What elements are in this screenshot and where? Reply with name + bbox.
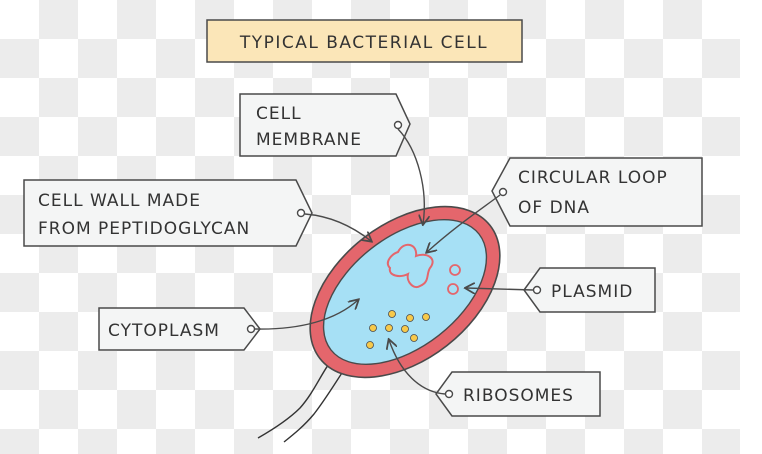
page-margin — [740, 0, 762, 454]
bacterial-cell — [309, 205, 501, 379]
label-ribosomes: RIBOSOMES — [389, 340, 601, 417]
cell-membrane-line-1: CELL — [256, 104, 302, 124]
cell-membrane-line-2: MEMBRANE — [256, 130, 362, 150]
plasmid-ring — [447, 283, 459, 295]
cytoplasm — [322, 218, 488, 366]
cell-wall-line-2: FROM PEPTIDOGLYCAN — [38, 219, 250, 239]
label-cell-membrane: CELL MEMBRANE — [239, 93, 424, 224]
label-circular-dna: CIRCULAR LOOP OF DNA — [427, 157, 703, 252]
circular-dna — [386, 243, 434, 288]
ribosomes — [366, 310, 430, 349]
plasmid-text: PLASMID — [551, 282, 633, 302]
cytoplasm-text: CYTOPLASM — [108, 321, 220, 341]
label-plasmid: PLASMID — [466, 267, 656, 313]
cell-wall-line-1: CELL WALL MADE — [38, 191, 201, 211]
ribosomes-text: RIBOSOMES — [463, 386, 574, 406]
circular-dna-line-2: OF DNA — [518, 198, 590, 218]
label-cell-wall: CELL WALL MADE FROM PEPTIDOGLYCAN — [23, 179, 371, 247]
title-box: TYPICAL BACTERIAL CELL — [206, 19, 523, 63]
diagram-title: TYPICAL BACTERIAL CELL — [239, 33, 488, 53]
label-cytoplasm: CYTOPLASM — [98, 300, 358, 351]
plasmid-ring — [449, 264, 461, 276]
circular-dna-line-1: CIRCULAR LOOP — [518, 168, 668, 188]
